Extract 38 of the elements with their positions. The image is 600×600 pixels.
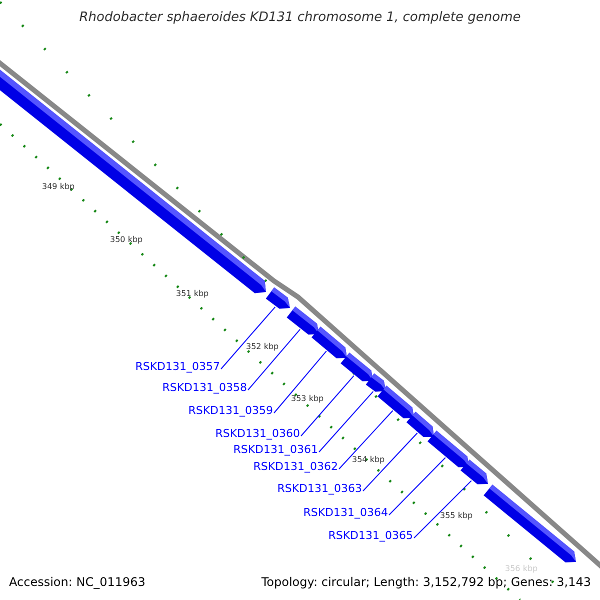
gene-label: RSKD131_0359	[188, 405, 273, 416]
accession-text: Accession: NC_011963	[9, 576, 146, 588]
gene-label: RSKD131_0365	[328, 530, 413, 541]
leader-line	[338, 410, 394, 470]
position-label: 350 kbp	[110, 236, 143, 244]
gene-label: RSKD131_0361	[233, 444, 318, 455]
gene-feature	[406, 412, 434, 437]
gene-feature	[266, 287, 290, 309]
leader-line	[362, 432, 418, 492]
gene-label: RSKD131_0360	[215, 428, 300, 439]
gene-feature	[312, 326, 347, 358]
gene-feature	[378, 386, 414, 418]
gene-label: RSKD131_0357	[135, 361, 220, 372]
position-label: 351 kbp	[176, 290, 209, 298]
leader-line	[300, 375, 354, 436]
position-label: 349 kbp	[42, 183, 75, 191]
gene-label: RSKD131_0362	[253, 461, 338, 472]
position-label: 353 kbp	[291, 395, 324, 403]
leader-line	[414, 480, 472, 538]
gene-feature	[460, 460, 488, 484]
leader-line	[318, 390, 374, 452]
title: Rhodobacter sphaeroides KD131 chromosome 1, complete genome	[78, 11, 522, 24]
leader-line	[248, 328, 301, 390]
gene-feature	[484, 484, 576, 562]
gene-label: RSKD131_0364	[303, 507, 388, 518]
leader-line	[220, 306, 276, 370]
position-label: 354 kbp	[352, 456, 385, 464]
gene-feature	[428, 430, 469, 468]
position-label: 352 kbp	[246, 343, 279, 351]
leader-line	[388, 457, 446, 516]
gene-feature	[340, 352, 373, 382]
gene-label: RSKD131_0363	[277, 483, 362, 494]
gene-label: RSKD131_0358	[162, 382, 247, 393]
gene-feature	[286, 306, 319, 335]
genome-summary-text: Topology: circular; Length: 3,152,792 bp; Genes: 3,143	[261, 576, 591, 588]
gene-feature	[366, 373, 386, 392]
position-label: 355 kbp	[440, 512, 473, 520]
leader-line	[274, 350, 327, 414]
